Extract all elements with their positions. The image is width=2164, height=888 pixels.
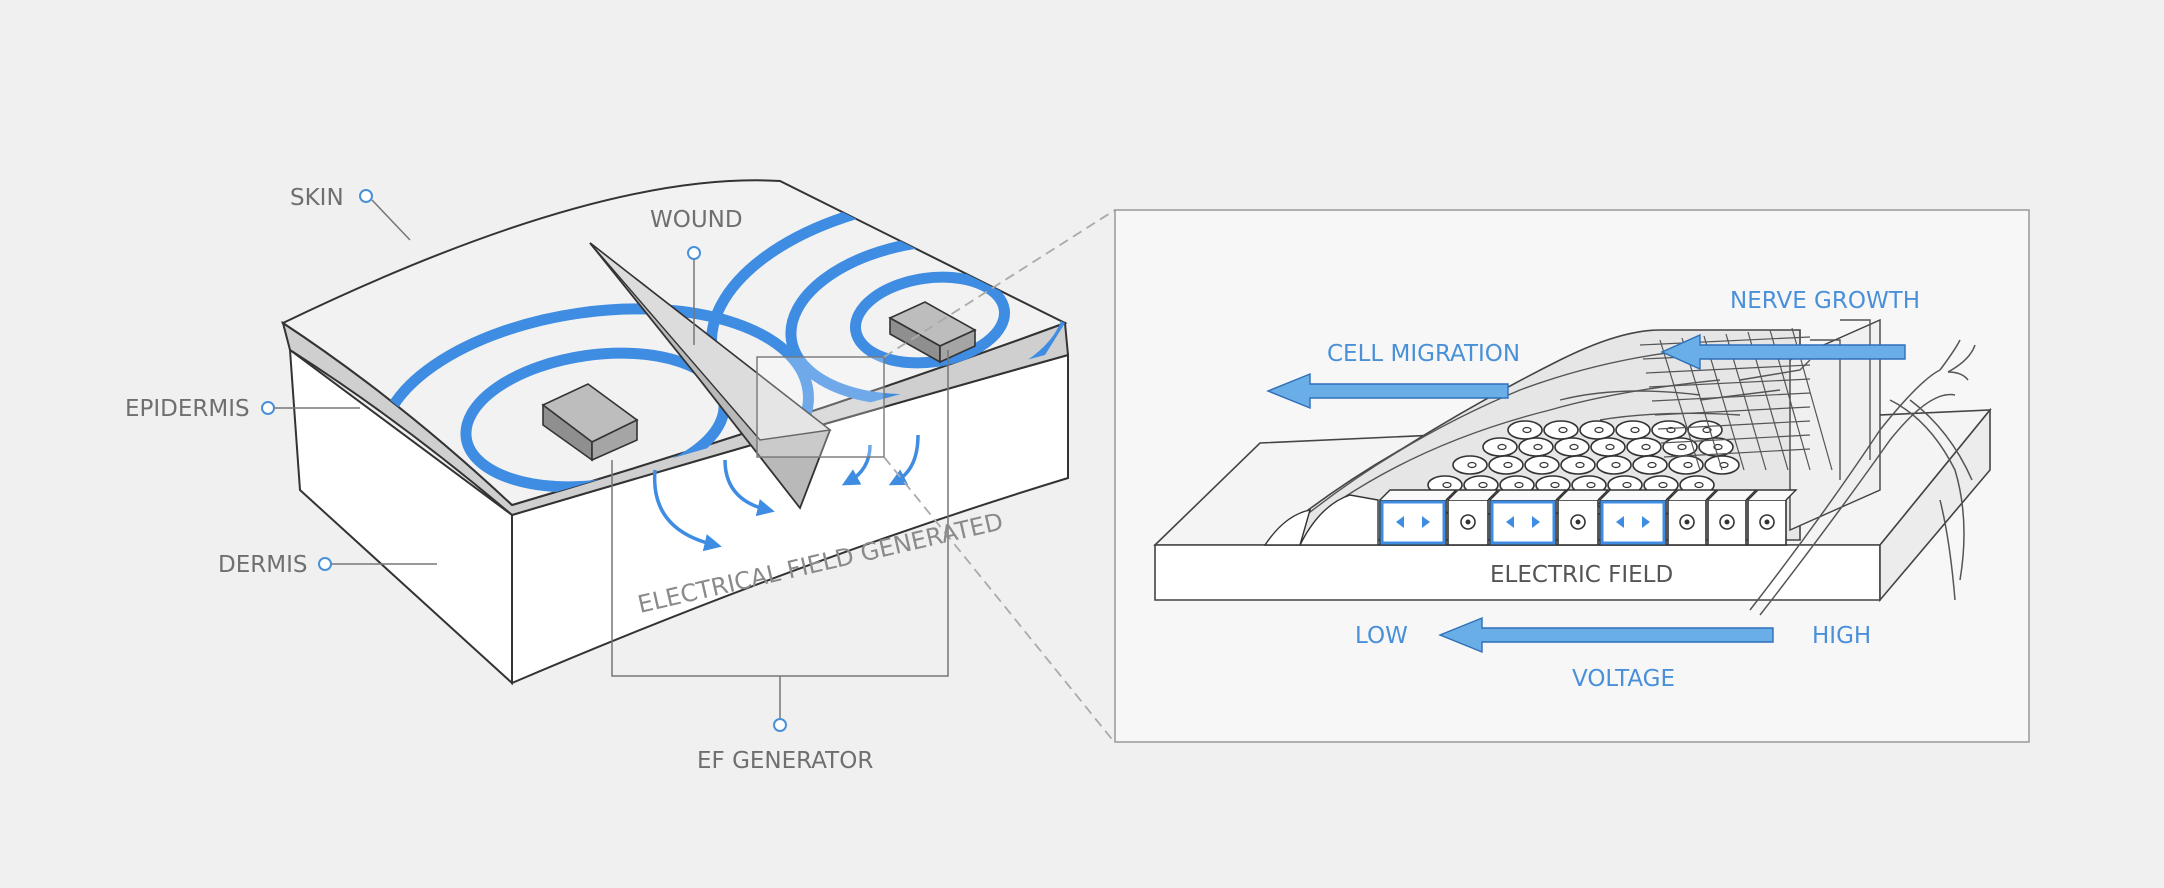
field-arrows xyxy=(652,434,920,552)
migrating-cell xyxy=(1626,437,1662,457)
left-callouts: SKIN WOUND EPIDERMIS DERMIS EF GENERATOR xyxy=(125,185,873,774)
migrating-cell xyxy=(1543,420,1579,440)
cell-columns xyxy=(1699,318,1881,532)
high-label: HIGH xyxy=(1812,623,1871,649)
skin-block: ELECTRICAL FIELD GENERATED xyxy=(280,179,1116,744)
wound-label: WOUND xyxy=(650,207,743,233)
migrating-cell xyxy=(1482,437,1518,457)
migrating-cell xyxy=(1615,420,1651,440)
nerve-growth-arrow xyxy=(1660,333,1906,371)
zoom-box xyxy=(756,356,885,458)
migrating-cell xyxy=(1452,455,1488,475)
leading-edge-cell xyxy=(1298,494,1379,546)
migrating-cell xyxy=(1596,455,1632,475)
migrating-cell xyxy=(1579,420,1615,440)
nerve-growth-label: NERVE GROWTH xyxy=(1730,288,1920,314)
migrating-cell xyxy=(1698,437,1734,457)
migrating-cell xyxy=(1590,437,1626,457)
migrating-cell xyxy=(1651,420,1687,440)
tissue-cell xyxy=(1747,489,1798,546)
tissue-cell xyxy=(1447,489,1500,546)
zoom-panel: NERVE GROWTH CELL MIGRATION ELECTRIC FIE… xyxy=(1114,209,2030,743)
electrode-left xyxy=(541,383,639,462)
cell-migration-label: CELL MIGRATION xyxy=(1327,341,1520,367)
front-cell-row xyxy=(1263,489,1798,546)
tissue-cell xyxy=(1489,489,1568,546)
nerve-fibers xyxy=(1749,339,1976,616)
tissue-cell xyxy=(1379,489,1458,546)
voltage-arrow xyxy=(1438,616,1774,654)
migrating-cell xyxy=(1687,420,1723,440)
migrating-cell xyxy=(1662,437,1698,457)
epidermis-label: EPIDERMIS xyxy=(125,396,250,422)
migrating-cell xyxy=(1518,437,1554,457)
migrating-cell xyxy=(1488,455,1524,475)
electrode-right xyxy=(888,301,977,364)
electric-field-label: ELECTRIC FIELD xyxy=(1490,562,1673,588)
tissue-cell xyxy=(1667,489,1718,546)
migrating-cell xyxy=(1507,420,1543,440)
migrating-cell xyxy=(1560,455,1596,475)
tissue-cell xyxy=(1599,489,1678,546)
ef-generator-label: EF GENERATOR xyxy=(697,748,873,774)
skin-label: SKIN xyxy=(290,185,344,211)
tissue-cell xyxy=(1707,489,1758,546)
cell-migration-arrow xyxy=(1266,372,1509,410)
migrating-cell xyxy=(1632,455,1668,475)
migrating-cell xyxy=(1704,455,1740,475)
low-label: LOW xyxy=(1355,623,1408,649)
migrating-cell xyxy=(1524,455,1560,475)
dermis-label: DERMIS xyxy=(218,552,307,578)
leading-edge-cell xyxy=(1263,509,1311,546)
voltage-label: VOLTAGE xyxy=(1572,666,1675,692)
tissue-cell xyxy=(1557,489,1610,546)
migrating-cell xyxy=(1554,437,1590,457)
